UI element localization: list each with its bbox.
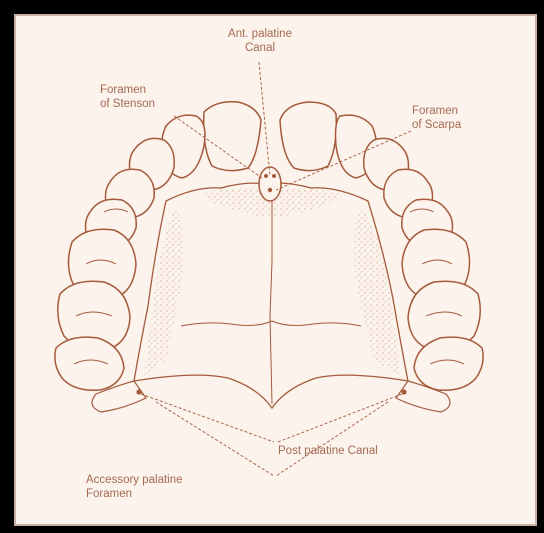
leader-accessory-right bbox=[276, 402, 388, 476]
label-scarpa-line2: of Scarpa bbox=[412, 118, 461, 132]
tooth-upper-central-incisor-right bbox=[280, 102, 336, 171]
scarpa-foramen-dot bbox=[268, 188, 272, 192]
left-post-palatine-foramen bbox=[136, 389, 141, 394]
diagram-canvas: Ant. palatine Canal Foramen of Stenson F… bbox=[14, 14, 537, 526]
label-post-palatine-canal-text: Post palatine Canal bbox=[278, 444, 378, 458]
right-post-palatine-foramen bbox=[401, 389, 406, 394]
label-ant-palatine-canal-line2: Canal bbox=[202, 41, 318, 55]
leader-post-palatine-right bbox=[278, 394, 402, 442]
stenson-foramen-right-dot bbox=[272, 174, 276, 178]
leader-accessory-left bbox=[156, 402, 274, 476]
label-foramen-of-stenson: Foramen of Stenson bbox=[100, 83, 155, 111]
label-foramen-of-scarpa: Foramen of Scarpa bbox=[412, 104, 461, 132]
label-stenson-line1: Foramen bbox=[100, 83, 155, 97]
label-accessory-line2: Foramen bbox=[86, 487, 183, 501]
tooth-upper-central-incisor-left bbox=[204, 102, 261, 171]
label-stenson-line2: of Stenson bbox=[100, 97, 155, 111]
label-accessory-line1: Accessory palatine bbox=[86, 473, 183, 487]
label-accessory-palatine-foramen: Accessory palatine Foramen bbox=[86, 473, 183, 501]
label-ant-palatine-canal: Ant. palatine Canal bbox=[202, 27, 318, 55]
stenson-foramen-left-dot bbox=[264, 174, 268, 178]
label-scarpa-line1: Foramen bbox=[412, 104, 461, 118]
label-post-palatine-canal: Post palatine Canal bbox=[278, 444, 378, 458]
palate-illustration bbox=[16, 16, 537, 526]
label-ant-palatine-canal-line1: Ant. palatine bbox=[202, 27, 318, 41]
